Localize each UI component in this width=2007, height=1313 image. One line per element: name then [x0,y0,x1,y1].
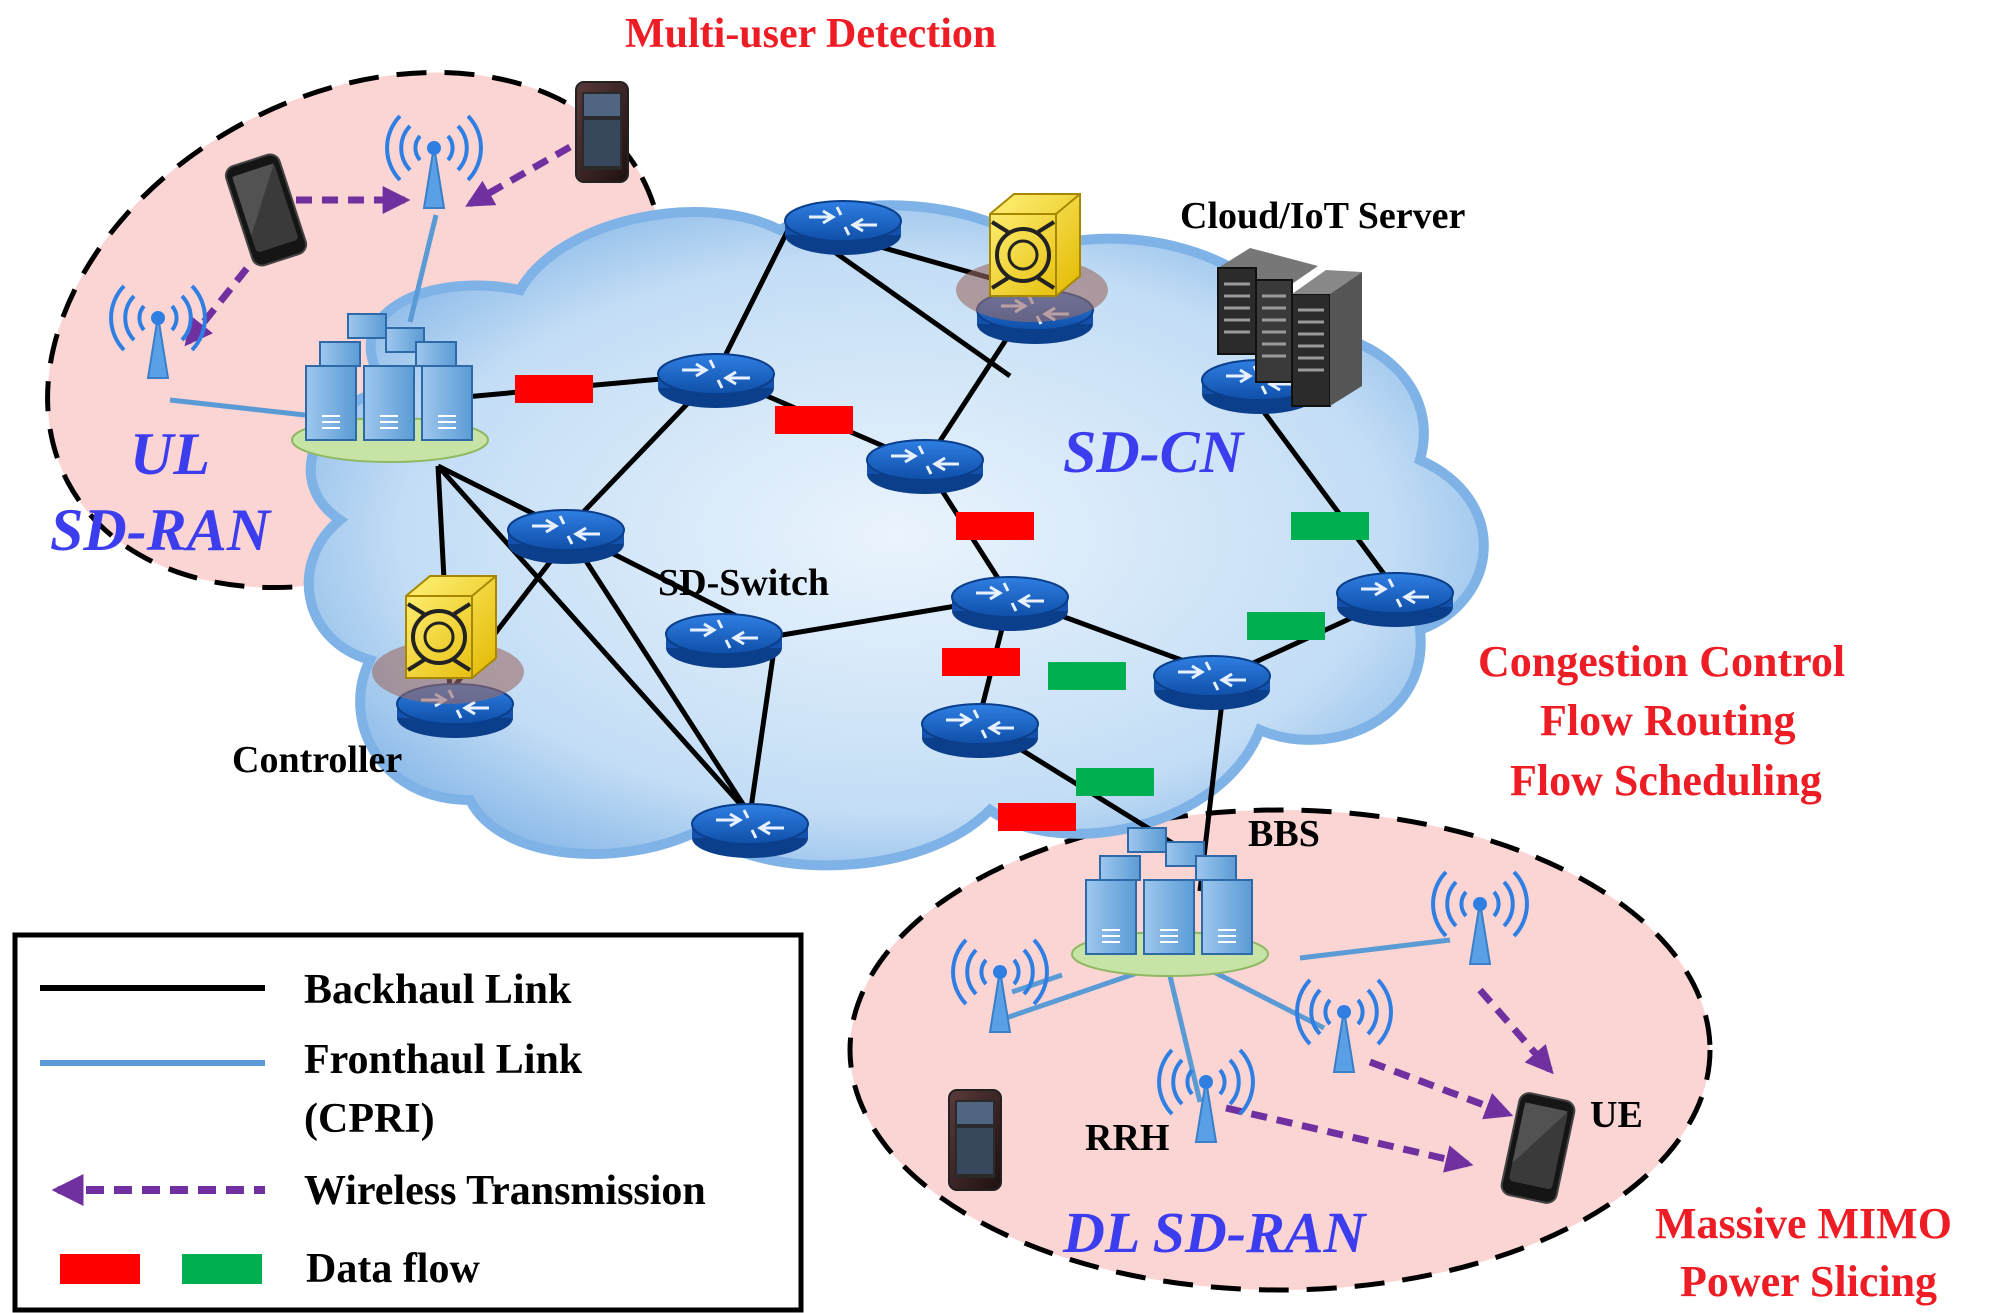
router-icon [920,702,1040,760]
legend-wireless-label: Wireless Transmission [304,1168,706,1214]
power-slicing-label: Power Slicing [1680,1257,1937,1306]
legend-backhaul-label: Backhaul Link [304,967,572,1013]
controller-label: Controller [232,739,402,781]
dl-fronthaul-links [999,937,1451,1103]
bbs-label: BBS [1248,813,1320,855]
ul-sd-ran-label: SD-RAN [50,497,273,563]
data-flow-blocks [515,375,1369,831]
legend-fronthaul-label: Fronthaul Link [304,1037,583,1083]
sd-switch-label: SD-Switch [658,562,829,604]
dl-wireless-links [1225,987,1554,1173]
ue-label: UE [1590,1094,1643,1136]
rrh-label: RRH [1085,1117,1169,1159]
massive-mimo-label: Massive MIMO [1655,1199,1952,1248]
controller-icon [956,192,1108,322]
legend: Backhaul Link Fronthaul Link (CPRI) Wire… [12,932,804,1313]
smartphone-icon [948,1089,1002,1191]
legend-red-flow-swatch [60,1254,140,1284]
legend-data-flow-label: Data flow [306,1246,480,1292]
flow-routing-label: Flow Routing [1540,696,1795,745]
router-icon [690,802,810,860]
sd-cn-label: SD-CN [1063,419,1246,485]
congestion-control-label: Congestion Control [1478,637,1845,686]
router-icon [950,575,1070,633]
legend-green-flow-swatch [182,1254,262,1284]
server-rack-icon [1217,248,1362,407]
router-icon [656,352,776,410]
multi-user-detection-label: Multi-user Detection [625,11,996,57]
legend-cpri-label: (CPRI) [304,1096,435,1142]
router-icon [664,612,784,670]
router-icon [506,508,626,566]
ul-fronthaul-links [169,214,439,418]
cloud-iot-server-label: Cloud/IoT Server [1180,195,1466,237]
router-icon [783,199,903,257]
router-icon [865,438,985,496]
ul-wireless-links [184,143,572,347]
router-icon [1152,654,1272,712]
flow-scheduling-label: Flow Scheduling [1510,756,1822,805]
router-icon [1335,571,1455,629]
controller-icon [372,574,524,704]
ul-label: UL [130,421,210,487]
smartphone-icon [575,81,629,183]
dl-sd-ran-label: DL SD-RAN [1062,1200,1367,1265]
dl-sd-ran-region [847,807,1713,1293]
